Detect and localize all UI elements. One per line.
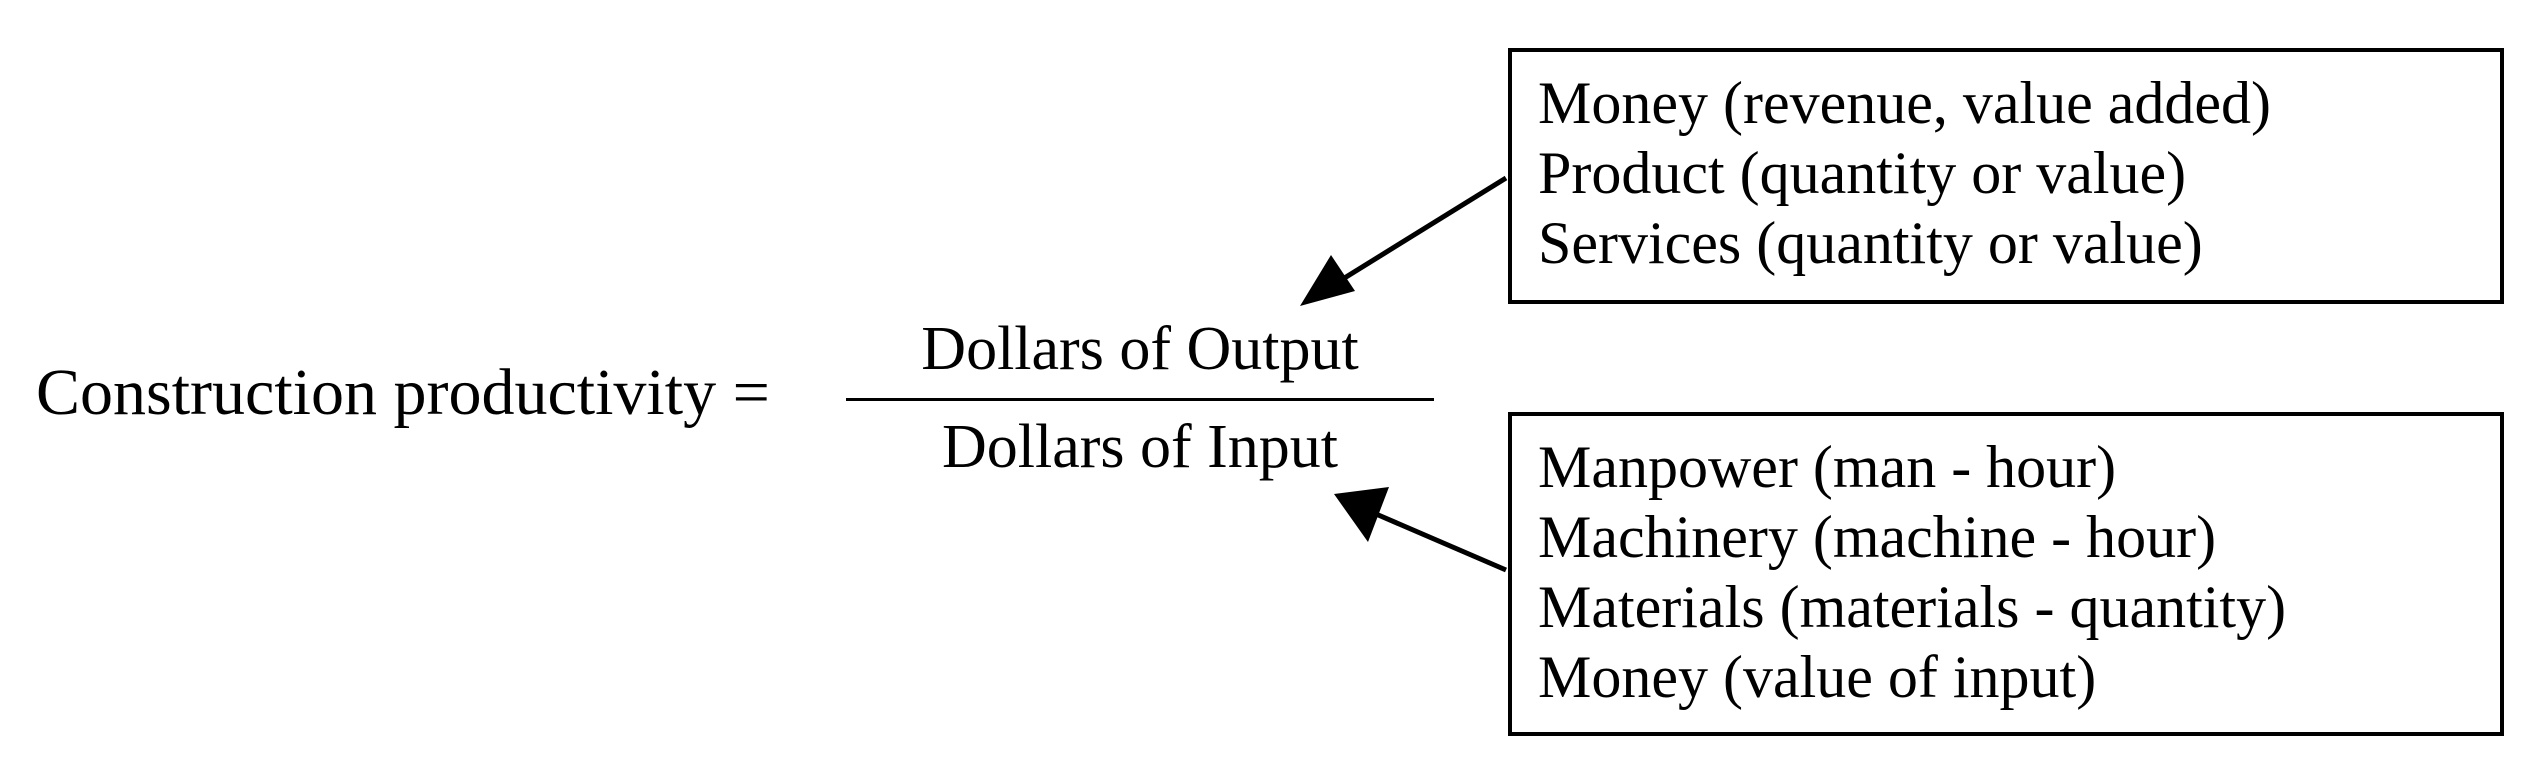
input-arrow xyxy=(1334,487,1507,573)
equation-lhs: Construction productivity = xyxy=(36,356,770,429)
input-box: Manpower (man - hour) Machinery (machine… xyxy=(1508,412,2504,736)
input-item: Manpower (man - hour) xyxy=(1538,434,2117,500)
fraction: Dollars of Output Dollars of Input xyxy=(846,310,1434,490)
input-item: Money (value of input) xyxy=(1538,644,2097,710)
input-list: Manpower (man - hour) Machinery (machine… xyxy=(1538,432,2286,712)
fraction-numerator: Dollars of Output xyxy=(921,315,1359,383)
fraction-denominator: Dollars of Input xyxy=(941,413,1339,481)
input-item: Materials (materials - quantity) xyxy=(1538,574,2287,640)
input-arrowhead-icon xyxy=(1334,487,1389,542)
input-arrow-line xyxy=(1375,511,1507,573)
output-arrow-line xyxy=(1336,175,1508,285)
output-list: Money (revenue, value added) Product (qu… xyxy=(1538,68,2271,278)
output-item: Product (quantity or value) xyxy=(1538,140,2187,206)
output-arrowhead-icon xyxy=(1300,255,1355,306)
output-box: Money (revenue, value added) Product (qu… xyxy=(1508,48,2504,304)
input-item: Machinery (machine - hour) xyxy=(1538,504,2217,570)
output-item: Services (quantity or value) xyxy=(1538,210,2203,276)
output-arrow xyxy=(1300,175,1508,306)
output-item: Money (revenue, value added) xyxy=(1538,70,2272,136)
fraction-bar xyxy=(846,398,1434,401)
